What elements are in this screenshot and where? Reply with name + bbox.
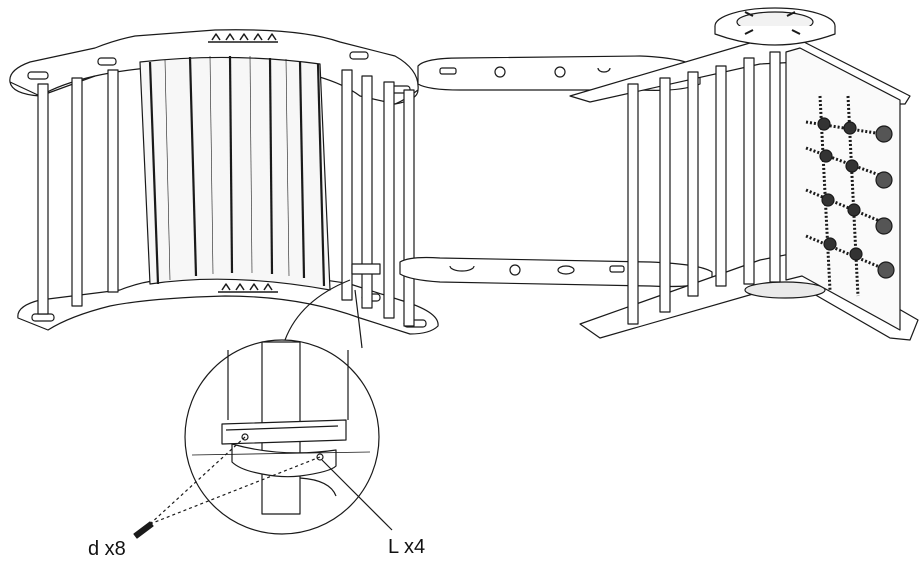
rail-slot [609,265,625,273]
right-module [569,7,919,341]
post [769,51,781,283]
callout-label-screw: d x8 [88,538,126,560]
rail-hole [557,265,575,275]
post [361,75,373,309]
connector-bracket [351,263,381,275]
side-panel [785,47,901,331]
post [37,83,49,315]
rail-hole [494,66,506,78]
turntable [714,7,836,46]
post [659,77,671,313]
left-bottom-plate [17,275,439,335]
plate-slot [349,51,369,60]
climbing-net [805,95,895,297]
magnified-detail [191,341,371,515]
screw-icon [133,521,154,539]
right-posts [627,51,781,325]
plate-slot [27,71,49,80]
post [107,69,119,293]
left-module [9,29,439,335]
plate-slot [31,313,55,322]
post [383,81,395,319]
left-posts [37,69,415,327]
rail-slot [439,67,457,75]
rail-hole [509,264,521,276]
post [715,65,727,287]
plate-slot [97,57,117,66]
left-top-plate [9,29,419,105]
bracket-leader [321,459,393,531]
post [627,83,639,325]
callout-leader [354,289,363,349]
rail-hole [554,66,566,78]
post [743,57,755,285]
post [403,89,415,327]
detail-callout [133,279,393,539]
post [687,71,699,297]
callout-label-bracket: L x4 [388,536,426,558]
callout-leader [284,279,351,341]
post [341,69,353,301]
curved-panel [139,55,331,291]
screw-path [149,456,321,525]
post [71,77,83,307]
